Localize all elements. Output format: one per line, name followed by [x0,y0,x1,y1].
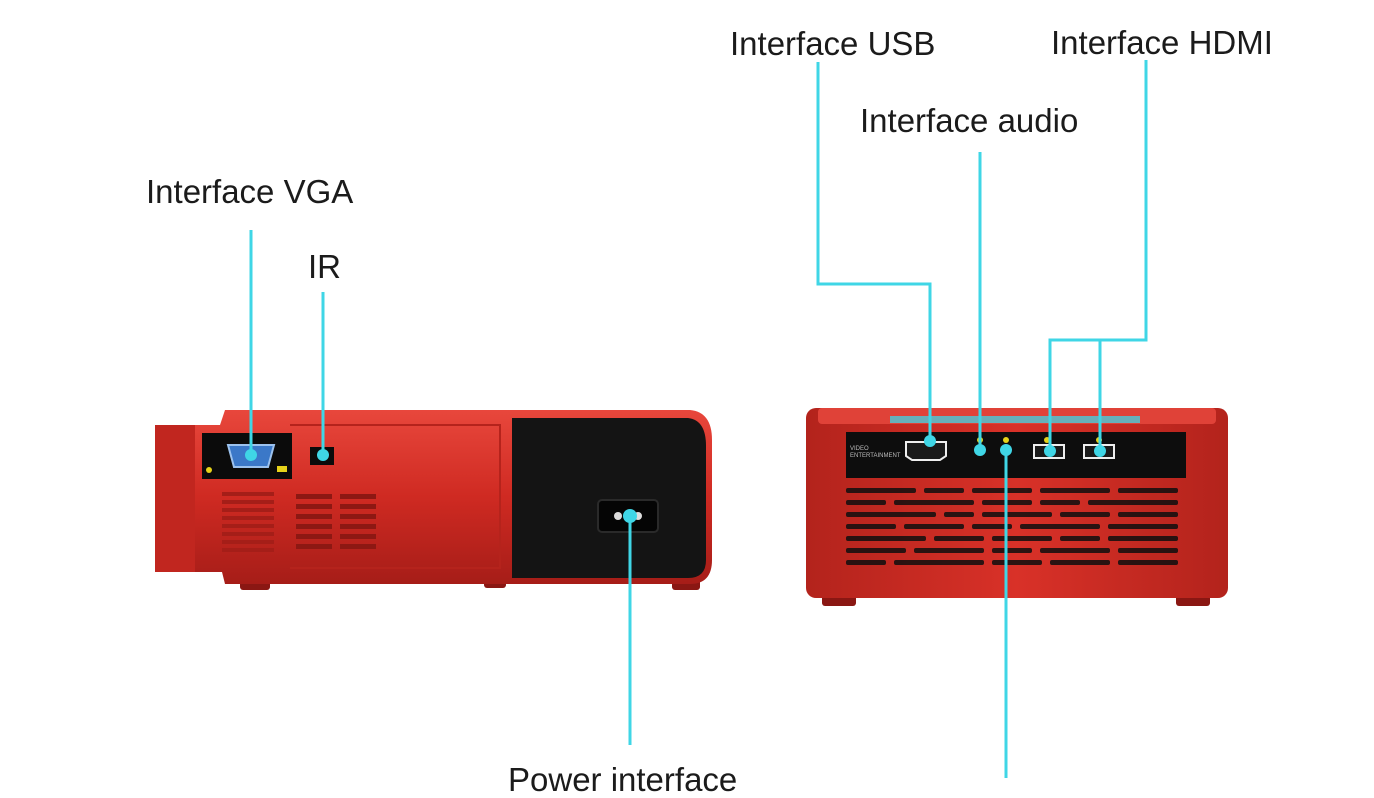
panel-text-line1: VIDEO [850,446,869,452]
audio-callout-dot [974,444,986,456]
projector-rear-view: VIDEO ENTERTAINMENT [806,408,1228,606]
rear-black-panel [512,418,706,578]
power-callout-dot [623,509,637,523]
ir-callout-dot [317,449,329,461]
hdmi-callout-dot [1094,445,1106,457]
label-audio: Interface audio [860,102,1079,139]
panel-text-line2: ENTERTAINMENT [850,453,901,459]
label-hdmi: Interface HDMI [1051,24,1273,61]
callout-dots [245,435,1106,523]
callout-lines [249,60,1148,778]
hdmi-callout-line [1048,60,1148,451]
hdmi-port [905,441,947,461]
hdmi-callout-dot [1044,445,1056,457]
projector-side-view [155,410,712,590]
port-panel [846,432,1186,478]
usb-callout-dot [924,435,936,447]
label-power: Power interface [508,761,738,798]
vga-callout-dot [245,449,257,461]
av-jack-led [1003,437,1009,443]
av-callout-dot [1000,444,1012,456]
vent-grille [222,492,274,552]
label-ir: IR [308,248,341,285]
label-vga: Interface VGA [146,173,354,210]
vent-grille [296,494,376,549]
label-usb: Interface USB [730,25,936,62]
top-rail [890,416,1140,423]
usb-callout-line [816,62,932,441]
